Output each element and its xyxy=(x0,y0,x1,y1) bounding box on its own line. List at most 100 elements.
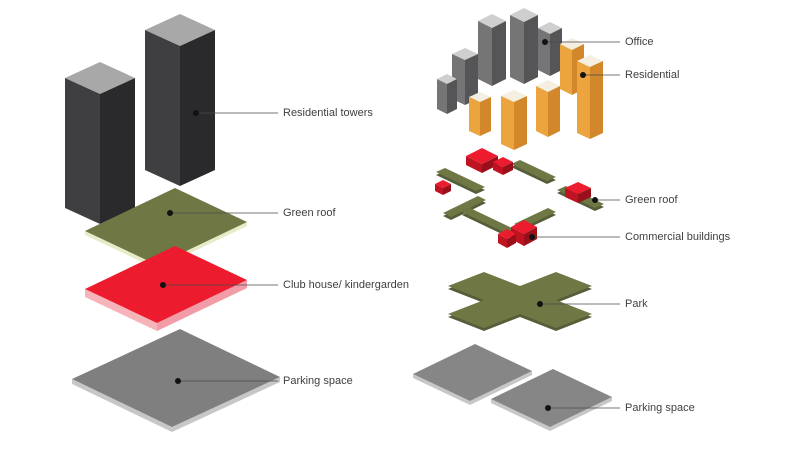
tower-left-face xyxy=(145,30,180,186)
label-green-roof-right: Green roof xyxy=(625,194,679,206)
right-scheme: Office Residential Green roof Commercial… xyxy=(413,8,731,431)
label-commercial: Commercial buildings xyxy=(625,231,731,243)
box-left-face xyxy=(466,156,482,173)
park-top xyxy=(448,272,592,328)
box-right-face xyxy=(447,79,457,114)
box-right-face xyxy=(548,86,560,137)
green-strip xyxy=(511,160,556,181)
box-right-face xyxy=(503,162,513,175)
club-house-top xyxy=(85,246,247,323)
commercial-block xyxy=(565,182,591,203)
leader-green-roof-left: Green roof xyxy=(167,207,337,219)
box-left-face xyxy=(435,184,443,195)
box-left-face xyxy=(565,188,578,203)
parking-edge xyxy=(550,397,612,431)
parking-top xyxy=(413,344,532,401)
parking-pad-right xyxy=(491,369,612,431)
tower-right-face xyxy=(180,30,215,186)
box-left-face xyxy=(493,162,503,175)
parking-edge xyxy=(72,379,172,432)
parking-edge xyxy=(172,377,280,432)
box-left-face xyxy=(478,21,492,86)
club-house-edge xyxy=(85,289,157,331)
leader-dot xyxy=(167,210,173,216)
parking-pad-left xyxy=(413,344,532,405)
leader-residential: Residential xyxy=(580,69,679,81)
office-box xyxy=(478,14,506,86)
parking-plane xyxy=(72,329,280,432)
leader-dot xyxy=(580,72,586,78)
leader-park: Park xyxy=(537,298,648,310)
box-left-face xyxy=(498,234,507,248)
label-office: Office xyxy=(625,36,654,48)
label-park: Park xyxy=(625,298,648,310)
tower-left xyxy=(65,62,135,224)
parking-top xyxy=(72,329,280,427)
green-strip xyxy=(462,208,514,233)
left-scheme: Residential towers Green roof Club house… xyxy=(65,14,409,432)
leader-parking-left: Parking space xyxy=(175,375,353,387)
leader-commercial: Commercial buildings xyxy=(529,231,731,243)
box-right-face xyxy=(482,156,498,173)
leader-dot xyxy=(175,378,181,384)
box-right-face xyxy=(550,28,562,76)
leader-dot xyxy=(592,197,598,203)
leader-dot xyxy=(537,301,543,307)
box-left-face xyxy=(538,28,550,76)
box-left-face xyxy=(469,97,480,136)
tower-right xyxy=(145,14,215,186)
box-left-face xyxy=(511,227,524,246)
leader-dot xyxy=(160,282,166,288)
tower-left-face xyxy=(65,78,100,224)
residential-towers xyxy=(65,14,215,224)
green-roof-edge xyxy=(85,231,157,269)
box-left-face xyxy=(501,96,514,150)
leader-residential-towers: Residential towers xyxy=(193,107,373,119)
residential-box xyxy=(536,80,560,137)
leader-dot xyxy=(193,110,199,116)
label-parking-right: Parking space xyxy=(625,402,695,414)
box-right-face xyxy=(524,15,538,84)
box-right-face xyxy=(443,184,451,195)
box-right-face xyxy=(465,54,478,105)
label-parking-left: Parking space xyxy=(283,375,353,387)
box-right-face xyxy=(514,96,527,150)
box-left-face xyxy=(577,61,590,139)
leader-parking-right: Parking space xyxy=(545,402,695,414)
commercial-block xyxy=(493,157,513,175)
label-club-house: Club house/ kindergarden xyxy=(283,279,409,291)
office-box xyxy=(510,8,538,84)
commercial-blocks xyxy=(435,148,591,248)
box-left-face xyxy=(510,15,524,84)
residential-box xyxy=(577,55,603,139)
box-right-face xyxy=(590,61,603,139)
leader-dot xyxy=(542,39,548,45)
green-strip xyxy=(443,196,486,217)
residential-box xyxy=(501,90,527,150)
green-strip xyxy=(436,168,485,191)
leader-office: Office xyxy=(542,36,654,48)
tower-right-face xyxy=(100,78,135,224)
commercial-block xyxy=(498,229,516,248)
box-right-face xyxy=(480,97,491,136)
leader-club-house: Club house/ kindergarden xyxy=(160,279,409,291)
commercial-block xyxy=(511,220,537,246)
residential-box xyxy=(469,92,491,136)
leader-dot xyxy=(529,234,535,240)
office-box xyxy=(538,22,562,76)
leader-dot xyxy=(545,405,551,411)
box-left-face xyxy=(560,44,572,95)
box-right-face xyxy=(578,188,591,203)
club-house-edge xyxy=(157,280,247,331)
box-right-face xyxy=(492,21,506,86)
office-box xyxy=(437,74,457,114)
club-house-slab xyxy=(85,246,247,331)
box-left-face xyxy=(536,86,548,137)
parking-edge xyxy=(470,371,532,405)
parking-pads xyxy=(413,344,612,431)
parking-top xyxy=(491,369,612,427)
parking-edge xyxy=(491,399,550,431)
commercial-block xyxy=(435,180,451,195)
